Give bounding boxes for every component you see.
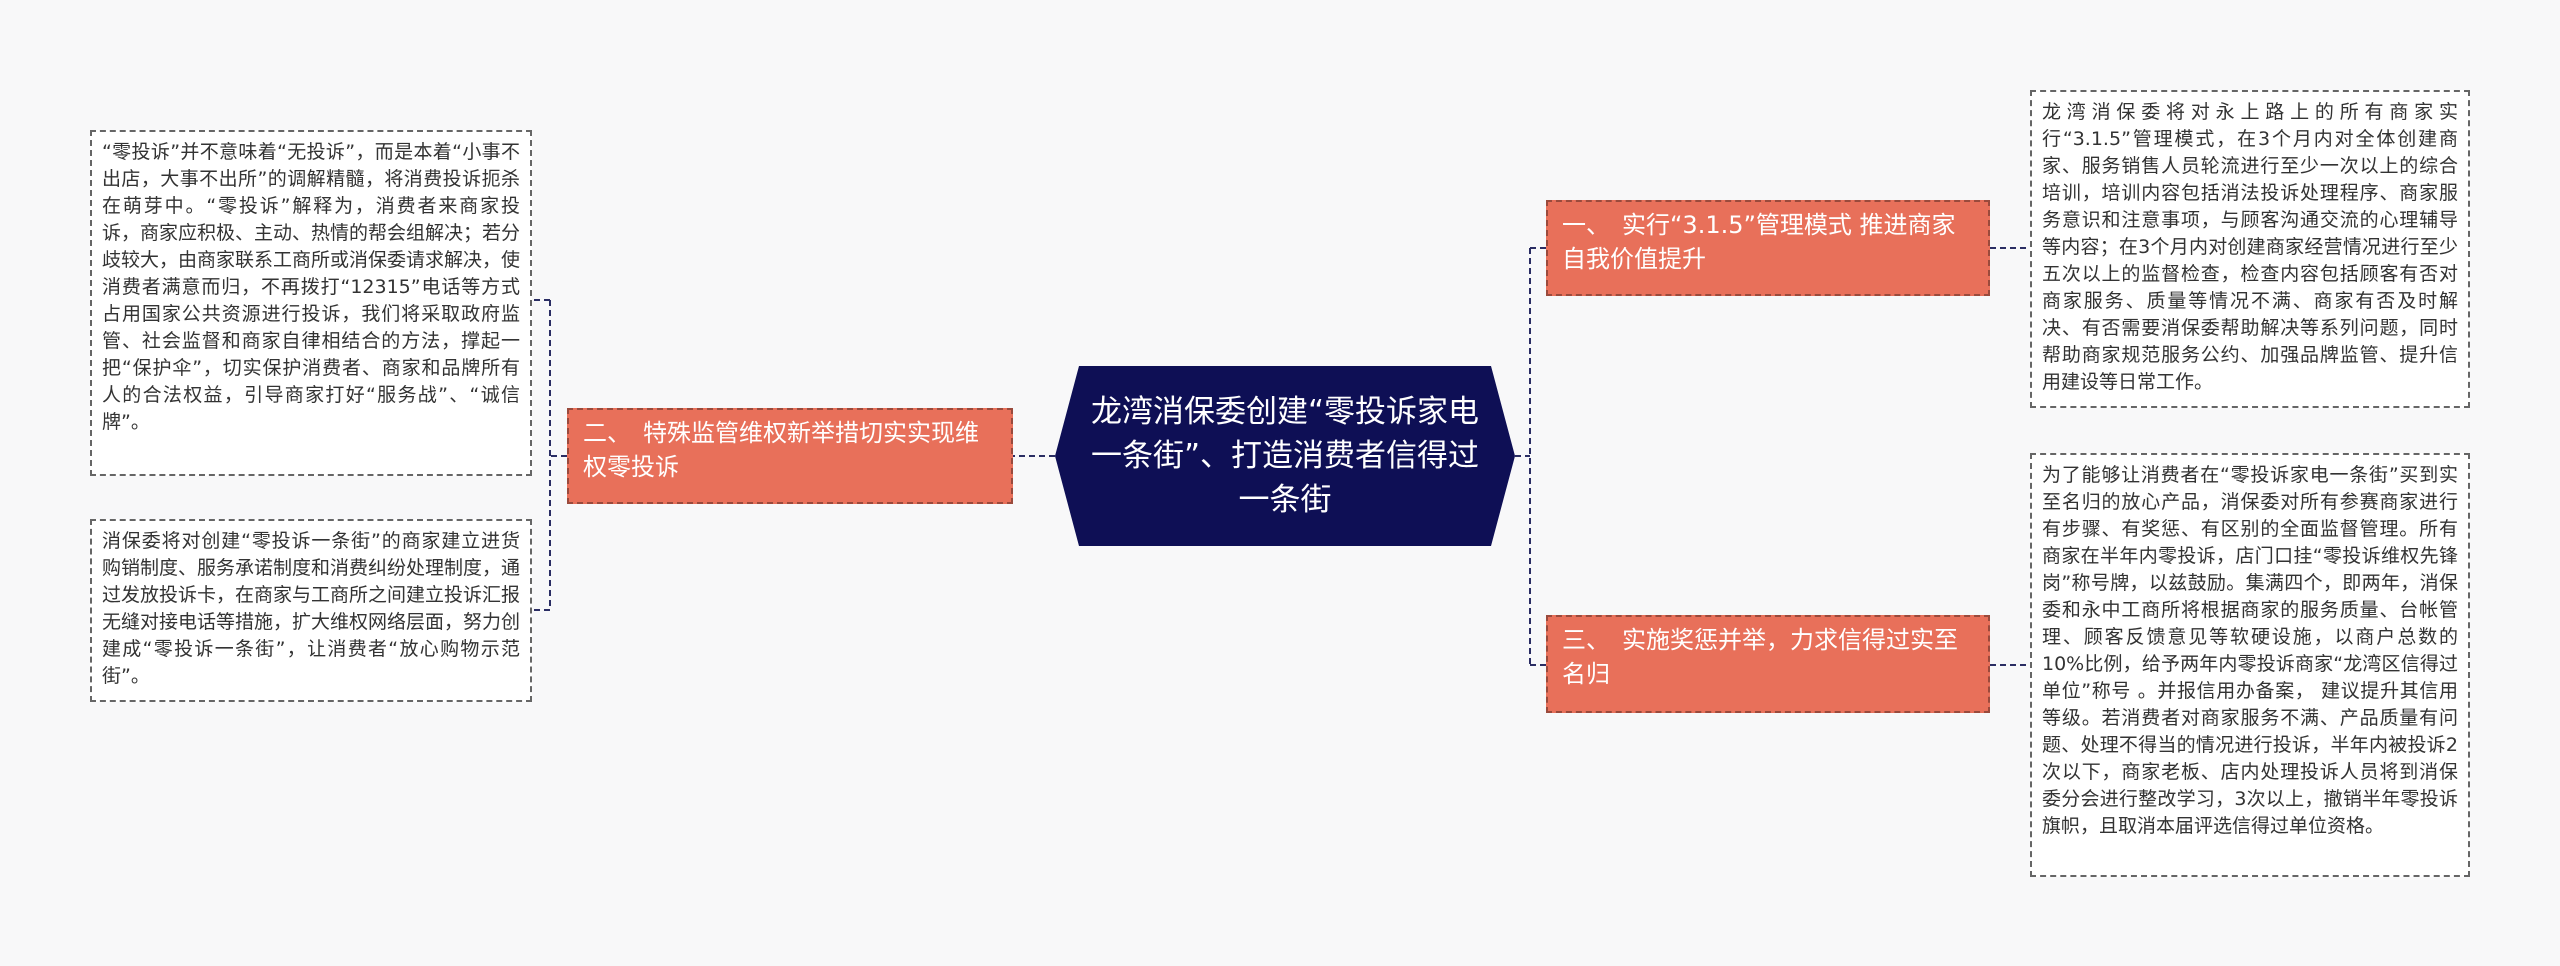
central-topic[interactable]: 龙湾消保委创建“零投诉家电一条街”、打造消费者信得过一条街 bbox=[1055, 366, 1515, 546]
leaf-node-l2[interactable]: 消保委将对创建“零投诉一条街”的商家建立进货购销制度、服务承诺制度和消费纠纷处理… bbox=[90, 519, 532, 702]
branch-node-3[interactable]: 三、 实施奖惩并举，力求信得过实至名归 bbox=[1546, 615, 1990, 713]
leaf-node-l1[interactable]: “零投诉”并不意味着“无投诉”，而是本着“小事不出店，大事不出所”的调解精髓，将… bbox=[90, 130, 532, 476]
branch-node-2[interactable]: 二、 特殊监管维权新举措切实实现维权零投诉 bbox=[567, 408, 1013, 504]
leaf-node-r1[interactable]: 龙湾消保委将对永上路上的所有商家实行“3.1.5”管理模式，在3个月内对全体创建… bbox=[2030, 90, 2470, 408]
central-topic-title: 龙湾消保委创建“零投诉家电一条街”、打造消费者信得过一条街 bbox=[1090, 394, 1480, 518]
branch-node-1[interactable]: 一、 实行“3.1.5”管理模式 推进商家自我价值提升 bbox=[1546, 200, 1990, 296]
leaf-node-r2[interactable]: 为了能够让消费者在“零投诉家电一条街”买到实至名归的放心产品，消保委对所有参赛商… bbox=[2030, 453, 2470, 877]
central-topic-shape bbox=[1055, 366, 1515, 546]
